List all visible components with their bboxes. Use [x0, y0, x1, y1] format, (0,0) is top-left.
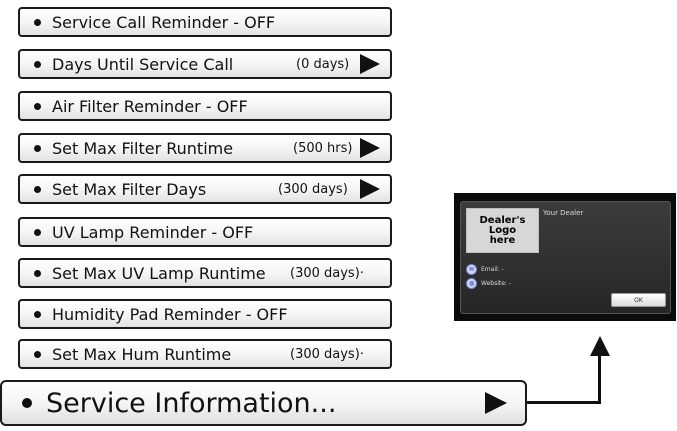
- menu-item-value: (500 hrs): [293, 140, 353, 156]
- website-label: Website: -: [481, 280, 512, 287]
- play-arrow-icon[interactable]: [360, 179, 380, 199]
- menu-item-value: (300 days): [278, 181, 348, 197]
- menu-item-label: Service Call Reminder - OFF: [52, 12, 276, 32]
- dealer-info-dialog: Dealer's Logo here Your Dealer ✉ Email: …: [460, 201, 671, 314]
- menu-item-label: Set Max Filter Runtime: [52, 138, 234, 158]
- connector-line-horizontal: [527, 401, 601, 404]
- service-information-button[interactable]: Service Information...: [0, 380, 527, 426]
- email-row: ✉ Email: -: [466, 264, 504, 275]
- bullet-icon: [34, 228, 41, 236]
- menu-item-label: Set Max Hum Runtime: [52, 344, 232, 364]
- menu-item-humidity-pad-reminder[interactable]: Humidity Pad Reminder - OFF: [18, 299, 392, 329]
- play-arrow-icon[interactable]: [360, 54, 380, 74]
- menu-item-service-call-reminder[interactable]: Service Call Reminder - OFF: [18, 7, 392, 37]
- dealer-logo: Dealer's Logo here: [466, 208, 539, 253]
- ok-button[interactable]: OK: [611, 293, 666, 307]
- menu-item-label: Air Filter Reminder - OFF: [52, 96, 248, 116]
- play-arrow-icon[interactable]: [485, 392, 507, 414]
- dealer-title: Your Dealer: [543, 209, 584, 217]
- email-label: Email: -: [481, 266, 504, 273]
- play-arrow-icon[interactable]: [360, 138, 380, 158]
- menu-item-uv-lamp-reminder[interactable]: UV Lamp Reminder - OFF: [18, 217, 392, 247]
- menu-item-label: Set Max Filter Days: [52, 179, 207, 199]
- menu-item-value: (300 days)·: [290, 346, 364, 362]
- menu-item-set-max-hum-runtime[interactable]: Set Max Hum Runtime (300 days)·: [18, 339, 392, 369]
- up-arrow-icon: [590, 336, 610, 356]
- menu-item-air-filter-reminder[interactable]: Air Filter Reminder - OFF: [18, 91, 392, 121]
- menu-item-value: (300 days)·: [290, 265, 364, 281]
- website-row: ◍ Website: -: [466, 278, 511, 289]
- dealer-info-panel: Dealer's Logo here Your Dealer ✉ Email: …: [454, 193, 676, 321]
- bullet-icon: [34, 102, 41, 110]
- bullet-icon: [34, 144, 41, 152]
- bullet-icon: [34, 310, 41, 318]
- menu-item-label: Humidity Pad Reminder - OFF: [52, 304, 288, 324]
- menu-item-set-max-filter-days[interactable]: Set Max Filter Days (300 days): [18, 174, 392, 204]
- menu-item-label: UV Lamp Reminder - OFF: [52, 222, 254, 242]
- globe-icon: ◍: [466, 278, 477, 289]
- menu-item-label: Days Until Service Call: [52, 54, 234, 74]
- menu-item-set-max-filter-runtime[interactable]: Set Max Filter Runtime (500 hrs): [18, 133, 392, 163]
- menu-item-label: Set Max UV Lamp Runtime: [52, 263, 266, 283]
- menu-item-set-max-uv-lamp-runtime[interactable]: Set Max UV Lamp Runtime (300 days)·: [18, 258, 392, 288]
- menu-item-days-until-service-call[interactable]: Days Until Service Call (0 days): [18, 49, 392, 79]
- connector-line-vertical: [598, 354, 601, 404]
- bullet-icon: [34, 18, 41, 26]
- menu-item-value: (0 days): [296, 56, 350, 72]
- bullet-icon: [34, 350, 41, 358]
- service-information-label: Service Information...: [46, 387, 337, 419]
- bullet-icon: [34, 185, 41, 193]
- envelope-icon: ✉: [466, 264, 477, 275]
- bullet-icon: [22, 398, 32, 408]
- bullet-icon: [34, 60, 41, 68]
- bullet-icon: [34, 269, 41, 277]
